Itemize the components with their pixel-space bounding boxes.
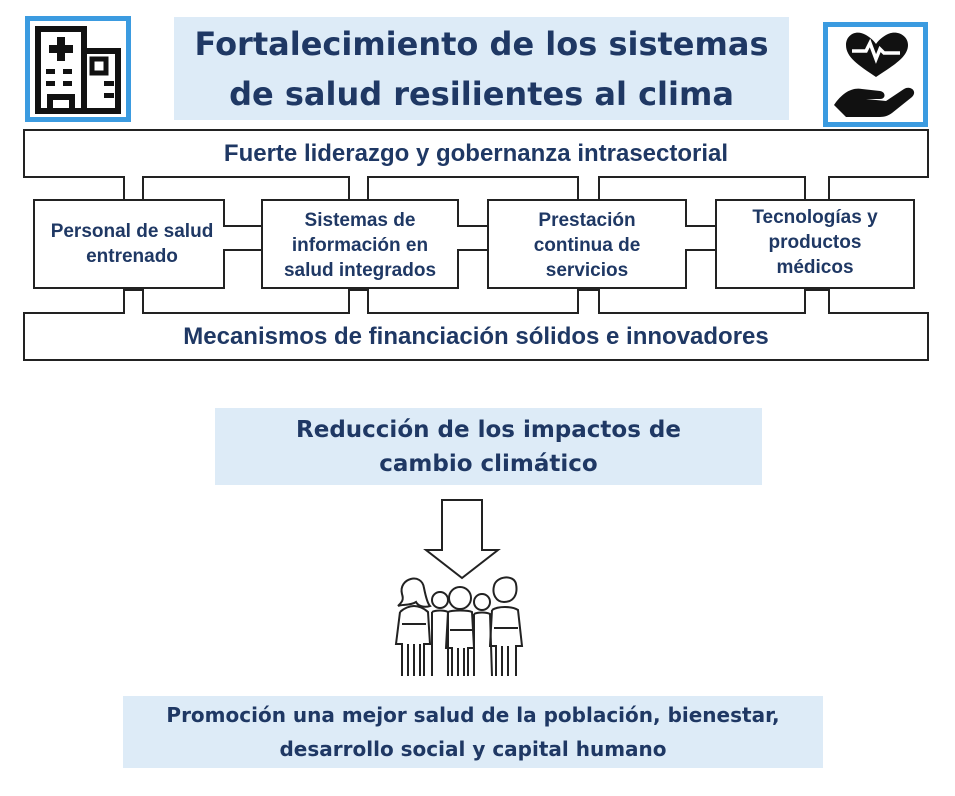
population-group-icon bbox=[394, 576, 524, 676]
title-line-2: de salud resilientes al clima bbox=[229, 74, 734, 113]
pillar-1-line-1: Personal de salud bbox=[50, 221, 214, 242]
impact-reduction-box: Reducción de los impactos de cambio clim… bbox=[215, 408, 762, 485]
pillar-service-delivery: Prestación continua de servicios bbox=[488, 205, 686, 285]
heart-hand-icon-frame bbox=[823, 22, 928, 127]
down-arrow-icon bbox=[423, 499, 501, 580]
outcome-line-2: desarrollo social y capital humano bbox=[279, 737, 667, 761]
title-line-1: Fortalecimiento de los sistemas bbox=[194, 24, 769, 63]
hospital-building-icon bbox=[35, 26, 121, 114]
puzzle-framework bbox=[23, 129, 929, 361]
pillar-3-line-3: servicios bbox=[545, 259, 629, 281]
pillar-3-line-1: Prestación bbox=[538, 209, 636, 231]
outcome-box: Promoción una mejor salud de la població… bbox=[123, 696, 823, 768]
heart-in-hand-icon bbox=[834, 32, 915, 117]
pillar-workforce: Personal de salud entrenado bbox=[34, 200, 230, 288]
impact-line-1: Reducción de los impactos de bbox=[296, 416, 681, 443]
pillar-4-line-3: médicos bbox=[776, 256, 854, 278]
hospital-icon-frame bbox=[25, 16, 131, 122]
financing-text: Mecanismos de financiación sólidos e inn… bbox=[183, 322, 769, 350]
pillar-2-line-2: información en bbox=[291, 234, 429, 256]
pillar-1-line-2: entrenado bbox=[86, 246, 178, 267]
main-title: Fortalecimiento de los sistemas de salud… bbox=[174, 17, 789, 120]
bottom-bar-label: Mecanismos de financiación sólidos e inn… bbox=[24, 313, 928, 360]
pillar-information-systems: Sistemas de información en salud integra… bbox=[262, 205, 458, 285]
pillar-4-line-2: productos bbox=[768, 231, 862, 253]
impact-line-2: cambio climático bbox=[379, 450, 598, 477]
top-bar-label: Fuerte liderazgo y gobernanza intrasecto… bbox=[24, 130, 928, 177]
pillar-4-line-1: Tecnologías y bbox=[752, 206, 878, 228]
governance-text: Fuerte liderazgo y gobernanza intrasecto… bbox=[223, 139, 729, 167]
pillar-2-line-1: Sistemas de bbox=[304, 209, 416, 231]
pillar-3-line-2: continua de bbox=[533, 234, 641, 256]
pillar-2-line-3: salud integrados bbox=[283, 259, 437, 281]
pillar-medical-products: Tecnologías y productos médicos bbox=[716, 202, 914, 282]
outcome-line-1: Promoción una mejor salud de la població… bbox=[166, 703, 780, 727]
